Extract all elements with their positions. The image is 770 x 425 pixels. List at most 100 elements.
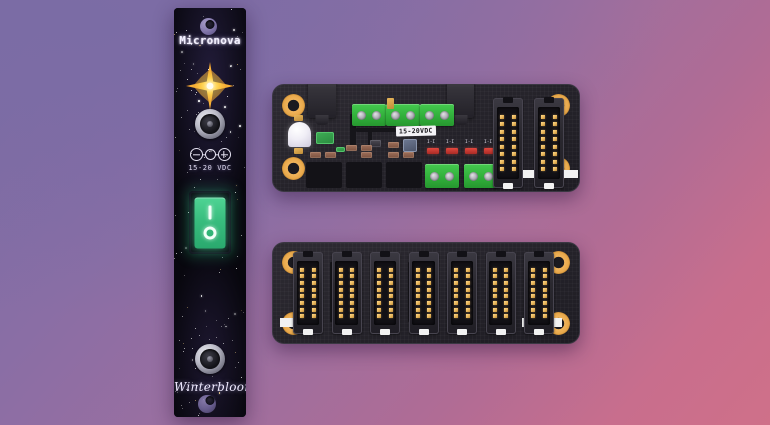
power-distribution-board [272, 242, 580, 344]
star-speck [218, 391, 221, 394]
header-pin [500, 114, 505, 119]
star-speck [216, 337, 218, 339]
power-rocker-switch[interactable] [189, 191, 231, 254]
header-pin [338, 300, 343, 305]
terminal-screw[interactable] [405, 110, 415, 120]
terminal-screw[interactable] [371, 110, 381, 120]
star-speck [195, 93, 197, 95]
header-pin [531, 307, 536, 312]
star-speck [181, 116, 183, 118]
star-speck [230, 8, 232, 10]
led-silk-tick: I-I [427, 140, 436, 145]
screw-terminal[interactable] [464, 164, 498, 188]
star-speck [182, 350, 184, 352]
star-speck [237, 199, 239, 201]
star-speck [191, 69, 193, 71]
star-speck [186, 110, 188, 112]
rocker-paddle[interactable] [194, 197, 226, 248]
idc-power-header[interactable] [293, 251, 323, 335]
terminal-screw[interactable] [469, 171, 479, 181]
terminal-screw[interactable] [444, 171, 454, 181]
idc-power-header[interactable] [493, 97, 523, 189]
panel-screw-slot-bottom [205, 396, 215, 405]
header-pin [511, 167, 516, 172]
star-speck [179, 339, 181, 341]
header-key-notch [418, 251, 429, 257]
screw-terminal[interactable] [386, 104, 420, 126]
idc-power-header[interactable] [534, 97, 564, 189]
header-pin [311, 294, 316, 299]
micronova-faceplate: Micronova [174, 8, 246, 417]
star-speck [199, 335, 201, 337]
header-pin [377, 307, 382, 312]
header-pin [511, 159, 516, 164]
header-pin [504, 294, 509, 299]
header-key-notch [544, 97, 554, 103]
header-pin [531, 287, 536, 292]
star-speck [186, 30, 188, 32]
star-speck [191, 382, 193, 384]
star-speck [190, 89, 192, 91]
header-pin [388, 287, 393, 292]
header-pin [415, 280, 420, 285]
dc-barrel-jack-pcb[interactable] [308, 84, 336, 125]
terminal-screw[interactable] [439, 110, 449, 120]
star-speck [233, 28, 236, 31]
terminal-screw[interactable] [357, 110, 367, 120]
smd-resistor [346, 145, 357, 151]
header-pin [427, 300, 432, 305]
idc-power-header[interactable] [370, 251, 400, 335]
star-speck [207, 385, 209, 387]
jack-center-pin [207, 356, 213, 362]
dc-barrel-jack-bottom[interactable] [195, 344, 225, 374]
smd-capacitor [370, 140, 381, 147]
header-pin [311, 314, 316, 319]
header-pin [350, 274, 355, 279]
star-speck [191, 337, 193, 339]
smd-pad [387, 98, 394, 109]
terminal-screw[interactable] [483, 171, 493, 181]
voltage-silkscreen-label: 15-20VDC [395, 125, 436, 137]
terminal-screw[interactable] [425, 110, 435, 120]
star-speck [207, 68, 209, 70]
header-pin [465, 294, 470, 299]
idc-power-header[interactable] [524, 251, 554, 335]
idc-power-header[interactable] [447, 251, 477, 335]
smd-resistor [325, 152, 336, 158]
header-pin [542, 314, 547, 319]
header-key-notch [380, 329, 390, 335]
header-pin [492, 280, 497, 285]
idc-power-header[interactable] [331, 251, 362, 335]
header-pin [388, 294, 393, 299]
mounting-hole [282, 157, 305, 180]
header-key-notch [457, 251, 467, 257]
screw-terminal[interactable] [425, 164, 459, 188]
header-pin [338, 287, 343, 292]
header-cavity [335, 261, 358, 325]
header-pin [454, 294, 459, 299]
screw-terminal[interactable] [352, 104, 386, 126]
star-speck [236, 64, 238, 66]
jack-center-pin [207, 121, 213, 127]
terminal-screw[interactable] [430, 171, 440, 181]
star-speck [224, 323, 226, 325]
star-speck [186, 307, 188, 309]
header-pin [541, 137, 546, 142]
star-speck [200, 179, 202, 181]
star-speck [242, 32, 244, 34]
header-pin [511, 144, 516, 149]
idc-power-header[interactable] [485, 251, 516, 335]
header-pin [338, 307, 343, 312]
header-pin [542, 294, 547, 299]
dc-barrel-jack-top[interactable] [195, 109, 225, 139]
terminal-screw[interactable] [391, 110, 401, 120]
plus-polarity-icon [217, 148, 231, 161]
star-speck [232, 340, 234, 342]
header-pin [415, 300, 420, 305]
idc-power-header[interactable] [408, 251, 439, 335]
star-speck [175, 253, 177, 255]
switch-off-icon [203, 226, 217, 240]
header-pin [552, 167, 557, 172]
star-speck [222, 256, 224, 258]
screw-terminal[interactable] [420, 104, 454, 126]
